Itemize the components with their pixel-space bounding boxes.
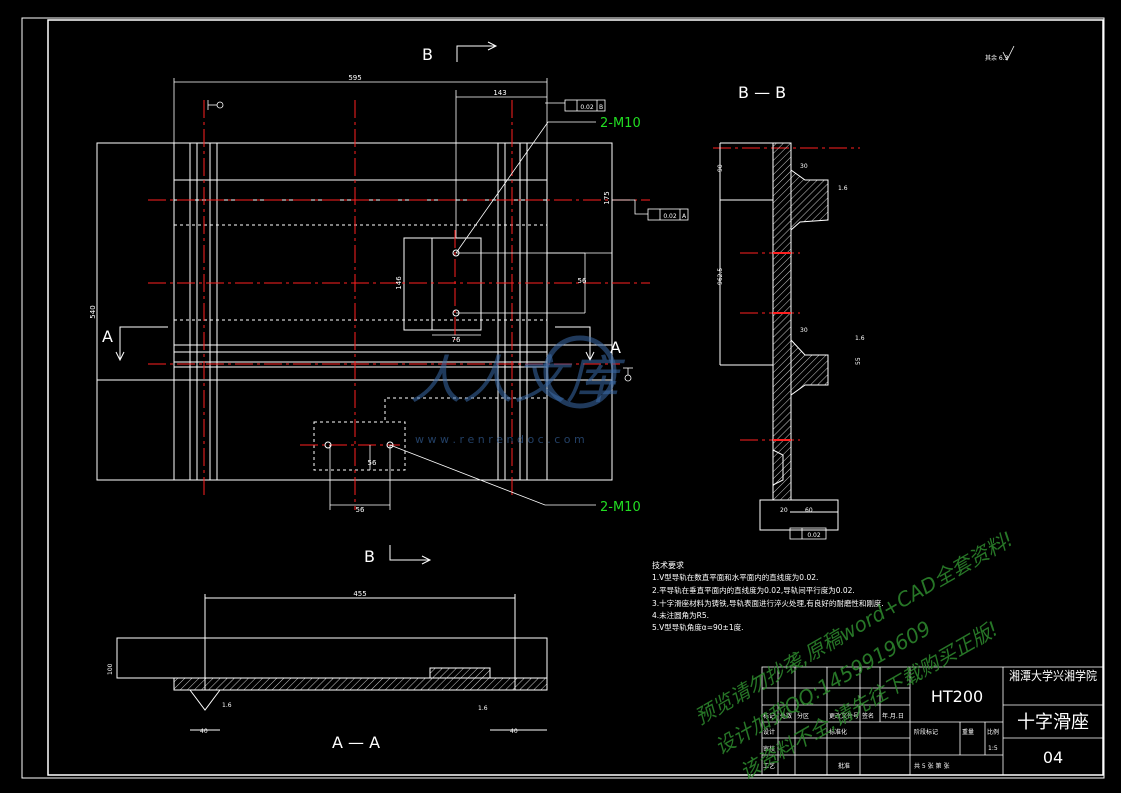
outer-frame <box>21 17 1105 779</box>
section-aa-title: A — A <box>332 733 380 752</box>
section-bb-view <box>719 142 839 531</box>
bb-roughness-b: 1.6 <box>855 335 865 342</box>
holes <box>324 249 460 449</box>
dim-540: 540 <box>89 305 97 318</box>
section-aa-view <box>116 594 548 731</box>
bb-dim-20: 20 <box>780 507 788 514</box>
callout-lower-m10: 2-M10 <box>600 500 641 515</box>
tb-design: 设计 <box>763 728 775 736</box>
watermark-brand: 人人文库 <box>410 351 626 411</box>
plan-view <box>96 142 613 481</box>
section-a-left-arrow-icon <box>115 326 168 362</box>
tb-sheet-info: 共 5 张 第 张 <box>914 762 949 770</box>
callout-upper-m10: 2-M10 <box>600 116 641 131</box>
tol-top-ref: B <box>599 104 603 111</box>
dim-143: 143 <box>493 89 506 97</box>
tb-school-line: 湘潭大学兴湘学院 <box>1009 668 1097 683</box>
tb-material: HT200 <box>931 687 983 706</box>
center-lines <box>148 100 860 510</box>
tol-bb-value: 0.02 <box>807 532 821 539</box>
tb-row-label-6: 年.月.日 <box>882 712 904 720</box>
plan-dimensions <box>96 78 613 510</box>
aa-dim-455: 455 <box>353 590 366 598</box>
tb-process: 工艺 <box>763 762 775 770</box>
tech-req-line2: 2.平导轨在垂直平面内的直线度为0.02,导轨间平行度为0.02. <box>652 585 855 595</box>
watermark-url: w w w . r e n r e n d o c . c o m <box>415 433 585 446</box>
dim-56a: 56 <box>578 277 587 285</box>
tb-drawing-no: 04 <box>1043 748 1063 767</box>
watermark-logo-icon <box>543 335 617 409</box>
section-a-right-label: A <box>610 338 621 357</box>
bb-dim-9625: 962.5 <box>717 268 724 285</box>
tb-scale: 1:5 <box>988 745 998 752</box>
bb-roughness-a: 1.6 <box>838 185 848 192</box>
tb-row-label-3: 分区 <box>797 712 809 720</box>
tech-req-line4: 4.未注圆角为R5. <box>652 610 709 620</box>
tb-stage-mark: 阶段标记 <box>914 728 938 736</box>
dim-595: 595 <box>348 74 361 82</box>
section-b-top-label: B <box>422 45 433 64</box>
roughness-symbol-icon <box>1002 45 1015 61</box>
bb-dim-60: 60 <box>805 507 813 514</box>
tb-row-label-5: 签名 <box>862 712 874 720</box>
aa-dim-40b: 40 <box>510 728 518 735</box>
title-block-grid <box>761 666 1104 776</box>
tb-ratio: 比例 <box>987 728 999 736</box>
bb-dim-90: 90 <box>717 164 724 172</box>
section-a-left-label: A <box>102 327 113 346</box>
dim-56b: 56 <box>356 506 365 514</box>
tech-req-line1: 1.V型导轨在数直平面和水平面内的直线度为0.02. <box>652 572 818 582</box>
tb-approve: 批准 <box>838 762 850 770</box>
aa-dim-40a: 40 <box>200 728 208 735</box>
section-bb-red-markers <box>773 252 791 441</box>
aa-roughness-d: 1.6 <box>478 705 488 712</box>
tb-standardize: 标准化 <box>829 728 847 736</box>
bb-dim-55: 55 <box>855 357 862 365</box>
inner-frame <box>47 19 1104 776</box>
tol-mid-ref: A <box>682 213 687 220</box>
tb-weight: 重量 <box>962 728 974 736</box>
tolerance-frame-mid <box>612 199 689 221</box>
section-b-bottom-arrow-icon <box>389 545 432 565</box>
tb-row-label-4: 更改文件号 <box>829 712 859 720</box>
aa-dim-100: 100 <box>107 663 114 675</box>
roughness-general-note: 其余 6.3 <box>985 54 1009 62</box>
callout-leaders <box>389 121 596 506</box>
datum-markers <box>207 100 633 382</box>
section-bb-title: B — B <box>738 83 786 102</box>
tech-req-heading: 技术要求 <box>652 560 684 570</box>
tech-req-line5: 5.V型导轨角度α=90±1度. <box>652 622 744 632</box>
tb-row-label-2: 处数 <box>780 712 792 720</box>
bb-dim-30a: 30 <box>800 163 808 170</box>
dim-146: 146 <box>395 276 403 290</box>
aa-roughness-c: 1.6 <box>222 702 232 709</box>
tb-part-name: 十字滑座 <box>1017 712 1089 733</box>
section-b-top-arrow-icon <box>456 41 498 62</box>
tol-top-value: 0.02 <box>580 104 594 111</box>
section-a-right-arrow-icon <box>555 326 595 362</box>
bb-dim-30b: 30 <box>800 327 808 334</box>
dim-175: 175 <box>603 191 611 204</box>
tech-req-line3: 3.十字滑座材料为铸铁,导轨表面进行淬火处理,有良好的耐磨性和刚度. <box>652 598 884 608</box>
section-b-bottom-label: B <box>364 547 375 566</box>
tolerance-frame-bb <box>789 527 827 540</box>
tb-review: 审核 <box>763 745 775 753</box>
dim-76: 76 <box>452 336 461 344</box>
tolerance-frame-top <box>545 99 606 112</box>
tol-mid-value: 0.02 <box>663 213 677 220</box>
tb-row-label-1: 标记 <box>763 712 775 720</box>
dim-56c: 56 <box>368 459 377 467</box>
